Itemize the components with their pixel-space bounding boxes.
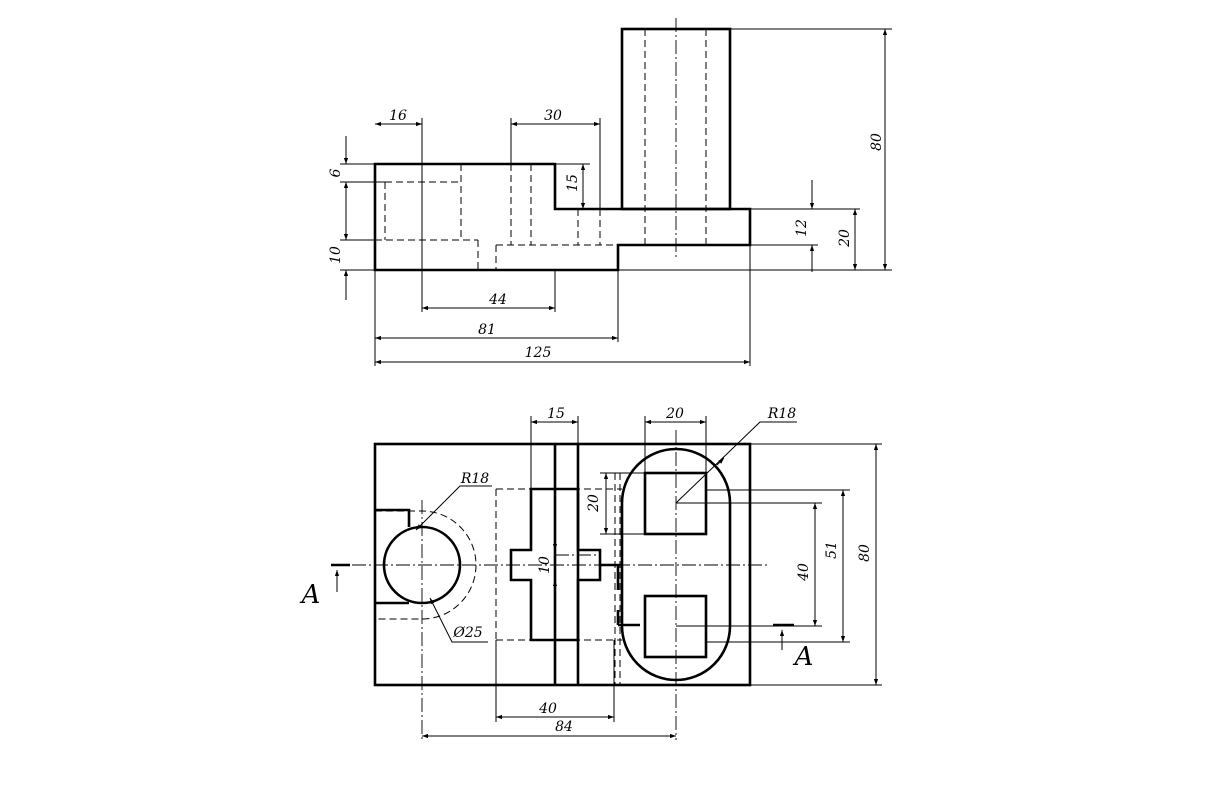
- dim-15-front: 15: [565, 174, 581, 192]
- top-view-dimension-labels: 15 20 R18 R18 20 10 40 51 80 Ø25 40 84 A…: [300, 406, 873, 735]
- dim-84: 84: [555, 719, 573, 735]
- section-label-left: A: [300, 580, 321, 610]
- dim-20-front: 20: [837, 229, 853, 248]
- dim-dia25: Ø25: [452, 625, 482, 641]
- top-view-extension-lines: [495, 416, 882, 722]
- dim-80-top: 80: [857, 544, 873, 562]
- front-view-outline: [373, 162, 752, 272]
- dim-r18-left: R18: [460, 471, 489, 487]
- dim-40-horizontal: 40: [538, 701, 557, 717]
- dim-40-vertical: 40: [796, 563, 812, 582]
- section-plane: [331, 563, 794, 650]
- dim-80-front: 80: [869, 133, 885, 151]
- dim-12: 12: [794, 219, 810, 237]
- left-u-cut: [375, 508, 411, 605]
- dim-6: 6: [328, 168, 344, 177]
- front-view: 16 30 80 6 10 15 12 20 44 81 125: [328, 18, 892, 366]
- dim-10-front: 10: [328, 246, 344, 264]
- dim-44: 44: [488, 292, 507, 308]
- dim-20-left: 20: [586, 494, 602, 513]
- dim-10-top: 10: [537, 556, 553, 574]
- dim-30: 30: [544, 108, 562, 124]
- top-view-outline: [373, 442, 752, 687]
- dim-81: 81: [478, 322, 496, 338]
- top-view-centerlines: [352, 430, 770, 740]
- front-view-hidden-lines: [375, 29, 707, 270]
- top-view-hidden-lines: [495, 473, 622, 685]
- section-label-right: A: [793, 642, 814, 672]
- top-view-dimensions: [415, 419, 879, 739]
- front-view-dimensions: [343, 29, 888, 365]
- dim-15-top: 15: [547, 406, 565, 422]
- dim-20-top: 20: [665, 406, 684, 422]
- dim-51: 51: [824, 541, 840, 559]
- dim-125: 125: [525, 345, 552, 361]
- dim-16: 16: [389, 108, 407, 124]
- top-view: 15 20 R18 R18 20 10 40 51 80 Ø25 40 84 A…: [300, 406, 882, 740]
- dim-r18-right: R18: [767, 406, 796, 422]
- front-view-dimension-labels: 16 30 80 6 10 15 12 20 44 81 125: [328, 108, 885, 361]
- front-view-extension-lines: [340, 28, 892, 366]
